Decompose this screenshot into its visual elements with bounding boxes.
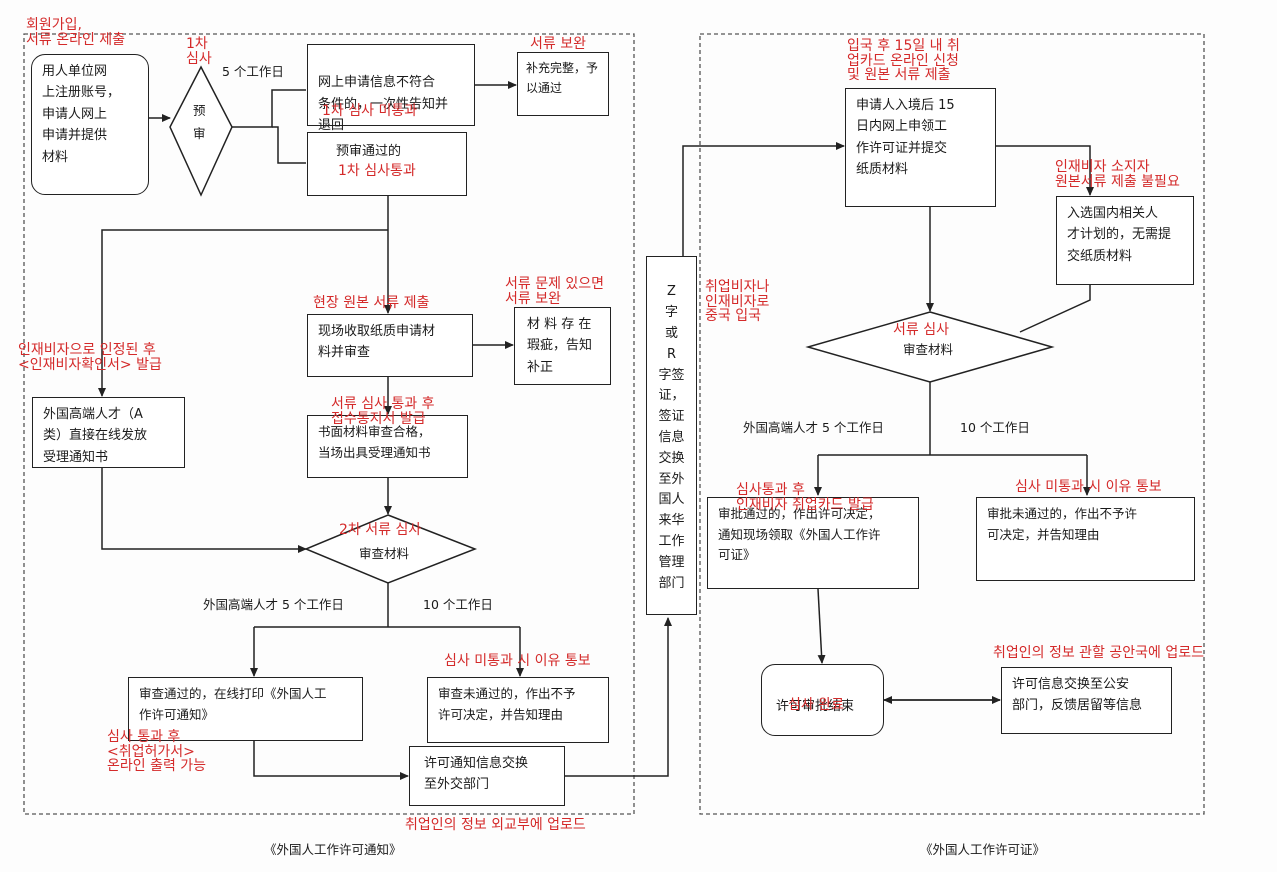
left-caption: 《外国人工作许可通知》: [264, 842, 402, 857]
class-a-box: 外国高端人才（A 类）直接在线发放 受理通知书: [32, 397, 185, 468]
left-high-5-label: 外国高端人才 5 个工作日: [203, 597, 344, 612]
right-high-5-label: 外国高端人才 5 个工作日: [743, 420, 884, 435]
visa-text-line: 来华: [658, 513, 685, 529]
left-reject-box: 审查未通过的，作出不予 许可决定，并告知理由: [427, 677, 609, 743]
annotation-onsite: 현장 원본 서류 제출: [313, 295, 430, 311]
enter-box: 申请人入境后 15 日内网上申领工 作许可证并提交 纸质材料: [845, 88, 996, 207]
not-meet-text: 网上申请信息不符合 条件的，一次性告知并 退回: [318, 75, 449, 134]
visa-text-line: R: [666, 346, 677, 362]
pre-review-diamond: [169, 65, 233, 197]
visa-text-line: 管理: [658, 554, 685, 570]
visa-text-line: 字: [664, 305, 678, 321]
register-box: 用人单位网 上注册账号， 申请人网上 申请并提供 材料: [31, 54, 149, 195]
visa-text-line: 证，: [658, 388, 685, 404]
visa-text-line: 或: [664, 326, 678, 342]
visa-text-line: 工作: [658, 534, 685, 549]
right-dashed-frame: [699, 33, 1205, 815]
pre-review-label: 预 审: [193, 103, 206, 141]
annotation-supplement: 서류 보완: [530, 36, 586, 52]
annotation-permit-print: 심사 통과 후 <취업허가서> 온라인 출력 가능: [107, 729, 207, 775]
left-ten-days-label: 10 个工作日: [423, 597, 493, 612]
annotation-register: 회원가입, 서류 온라인 제출: [26, 17, 126, 48]
right-ten-days-label: 10 个工作日: [960, 420, 1030, 435]
annotation-first-review: 1차 심사: [186, 36, 212, 67]
annotation-no-docs: 인재비자 소지자 원본서류 제출 불필요: [1055, 159, 1180, 190]
not-meet-box: 网上申请信息不符合 条件的，一次性告知并 退回: [307, 44, 475, 133]
annotation-enter-china: 취업비자나 인재비자로 중국 입국: [705, 279, 770, 325]
print-box: 审查通过的，在线打印《外国人工 作许可通知》: [128, 677, 363, 741]
onsite-box: 现场收取纸质申请材 料并审查: [307, 314, 473, 377]
annotation-complete: 심사 완료: [788, 697, 844, 713]
annotation-defect: 서류 문제 있으면 서류 보완: [505, 276, 605, 307]
visa-text-line: 至外: [658, 471, 685, 487]
right-caption: 《外国人工作许可证》: [920, 842, 1046, 857]
annotation-second-review: 2차 서류 심사: [339, 522, 422, 538]
visa-text-line: 部门: [658, 575, 685, 591]
end-box: 许可审批结束: [761, 664, 884, 736]
right-review-label: 审查材料: [903, 342, 954, 357]
annotation-card-issue: 심사통과 후 인재비자 취업카드 발급: [736, 482, 874, 513]
supplement-box: 补充完整，予 以通过: [517, 52, 609, 116]
right-reject-box: 审批未通过的，作出不予许 可决定，并告知理由: [976, 497, 1195, 581]
annotation-talent-confirm: 인재비자으로 인정된 후 <인재비자확인서> 발급: [18, 342, 162, 373]
annotation-right-fail: 심사 미통과 시 이유 통보: [1015, 479, 1162, 495]
annotation-receipt: 서류 심사 통과 후 접수통지서 발급: [331, 396, 435, 427]
annotation-first-pass: 1차 심사통과: [338, 163, 416, 179]
annotation-first-fail: 1차 심사 미통과: [322, 103, 418, 119]
left-review-label: 审查材料: [359, 546, 410, 561]
left-dashed-frame: [23, 33, 635, 815]
visa-text-line: 信息: [658, 430, 685, 446]
annotation-doc-review: 서류 심사: [893, 322, 949, 338]
visa-text-line: Z: [667, 284, 676, 300]
paper-ok-box: 书面材料审查合格， 当场出具受理通知书: [307, 415, 468, 478]
visa-text-line: 交换: [658, 450, 685, 466]
annotation-left-fail: 심사 미통과 시 이유 통보: [444, 653, 591, 669]
left-exchange-box: 许可通知信息交换 至外交部门: [409, 746, 565, 806]
defect-box: 材 料 存 在 瑕疵，告知 补正: [514, 307, 611, 385]
five-days-top-label: 5 个工作日: [222, 64, 284, 79]
approve-box: 审批通过的，作出许可决定， 通知现场领取《外国人工作许 可证》: [707, 497, 919, 589]
right-exchange-box: 许可信息交换至公安 部门，反馈居留等信息: [1001, 667, 1172, 734]
annotation-foreign-ministry: 취업인의 정보 외교부에 업로드: [405, 817, 586, 833]
pre-pass-box: 预审通过的: [307, 132, 467, 196]
talent-box: 入选国内相关人 才计划的，无需提 交纸质材料: [1056, 196, 1194, 285]
annotation-apply-card: 입국 후 15일 내 취 업카드 온라인 신청 및 원본 서류 제출: [847, 38, 960, 84]
end-text: 许可审批结束: [776, 699, 855, 715]
visa-text-line: 字签: [658, 367, 685, 383]
annotation-police: 취업인의 정보 관할 공안국에 업로드: [993, 645, 1204, 661]
visa-text-line: 签证: [658, 409, 685, 425]
visa-text-line: 国人: [658, 492, 685, 508]
